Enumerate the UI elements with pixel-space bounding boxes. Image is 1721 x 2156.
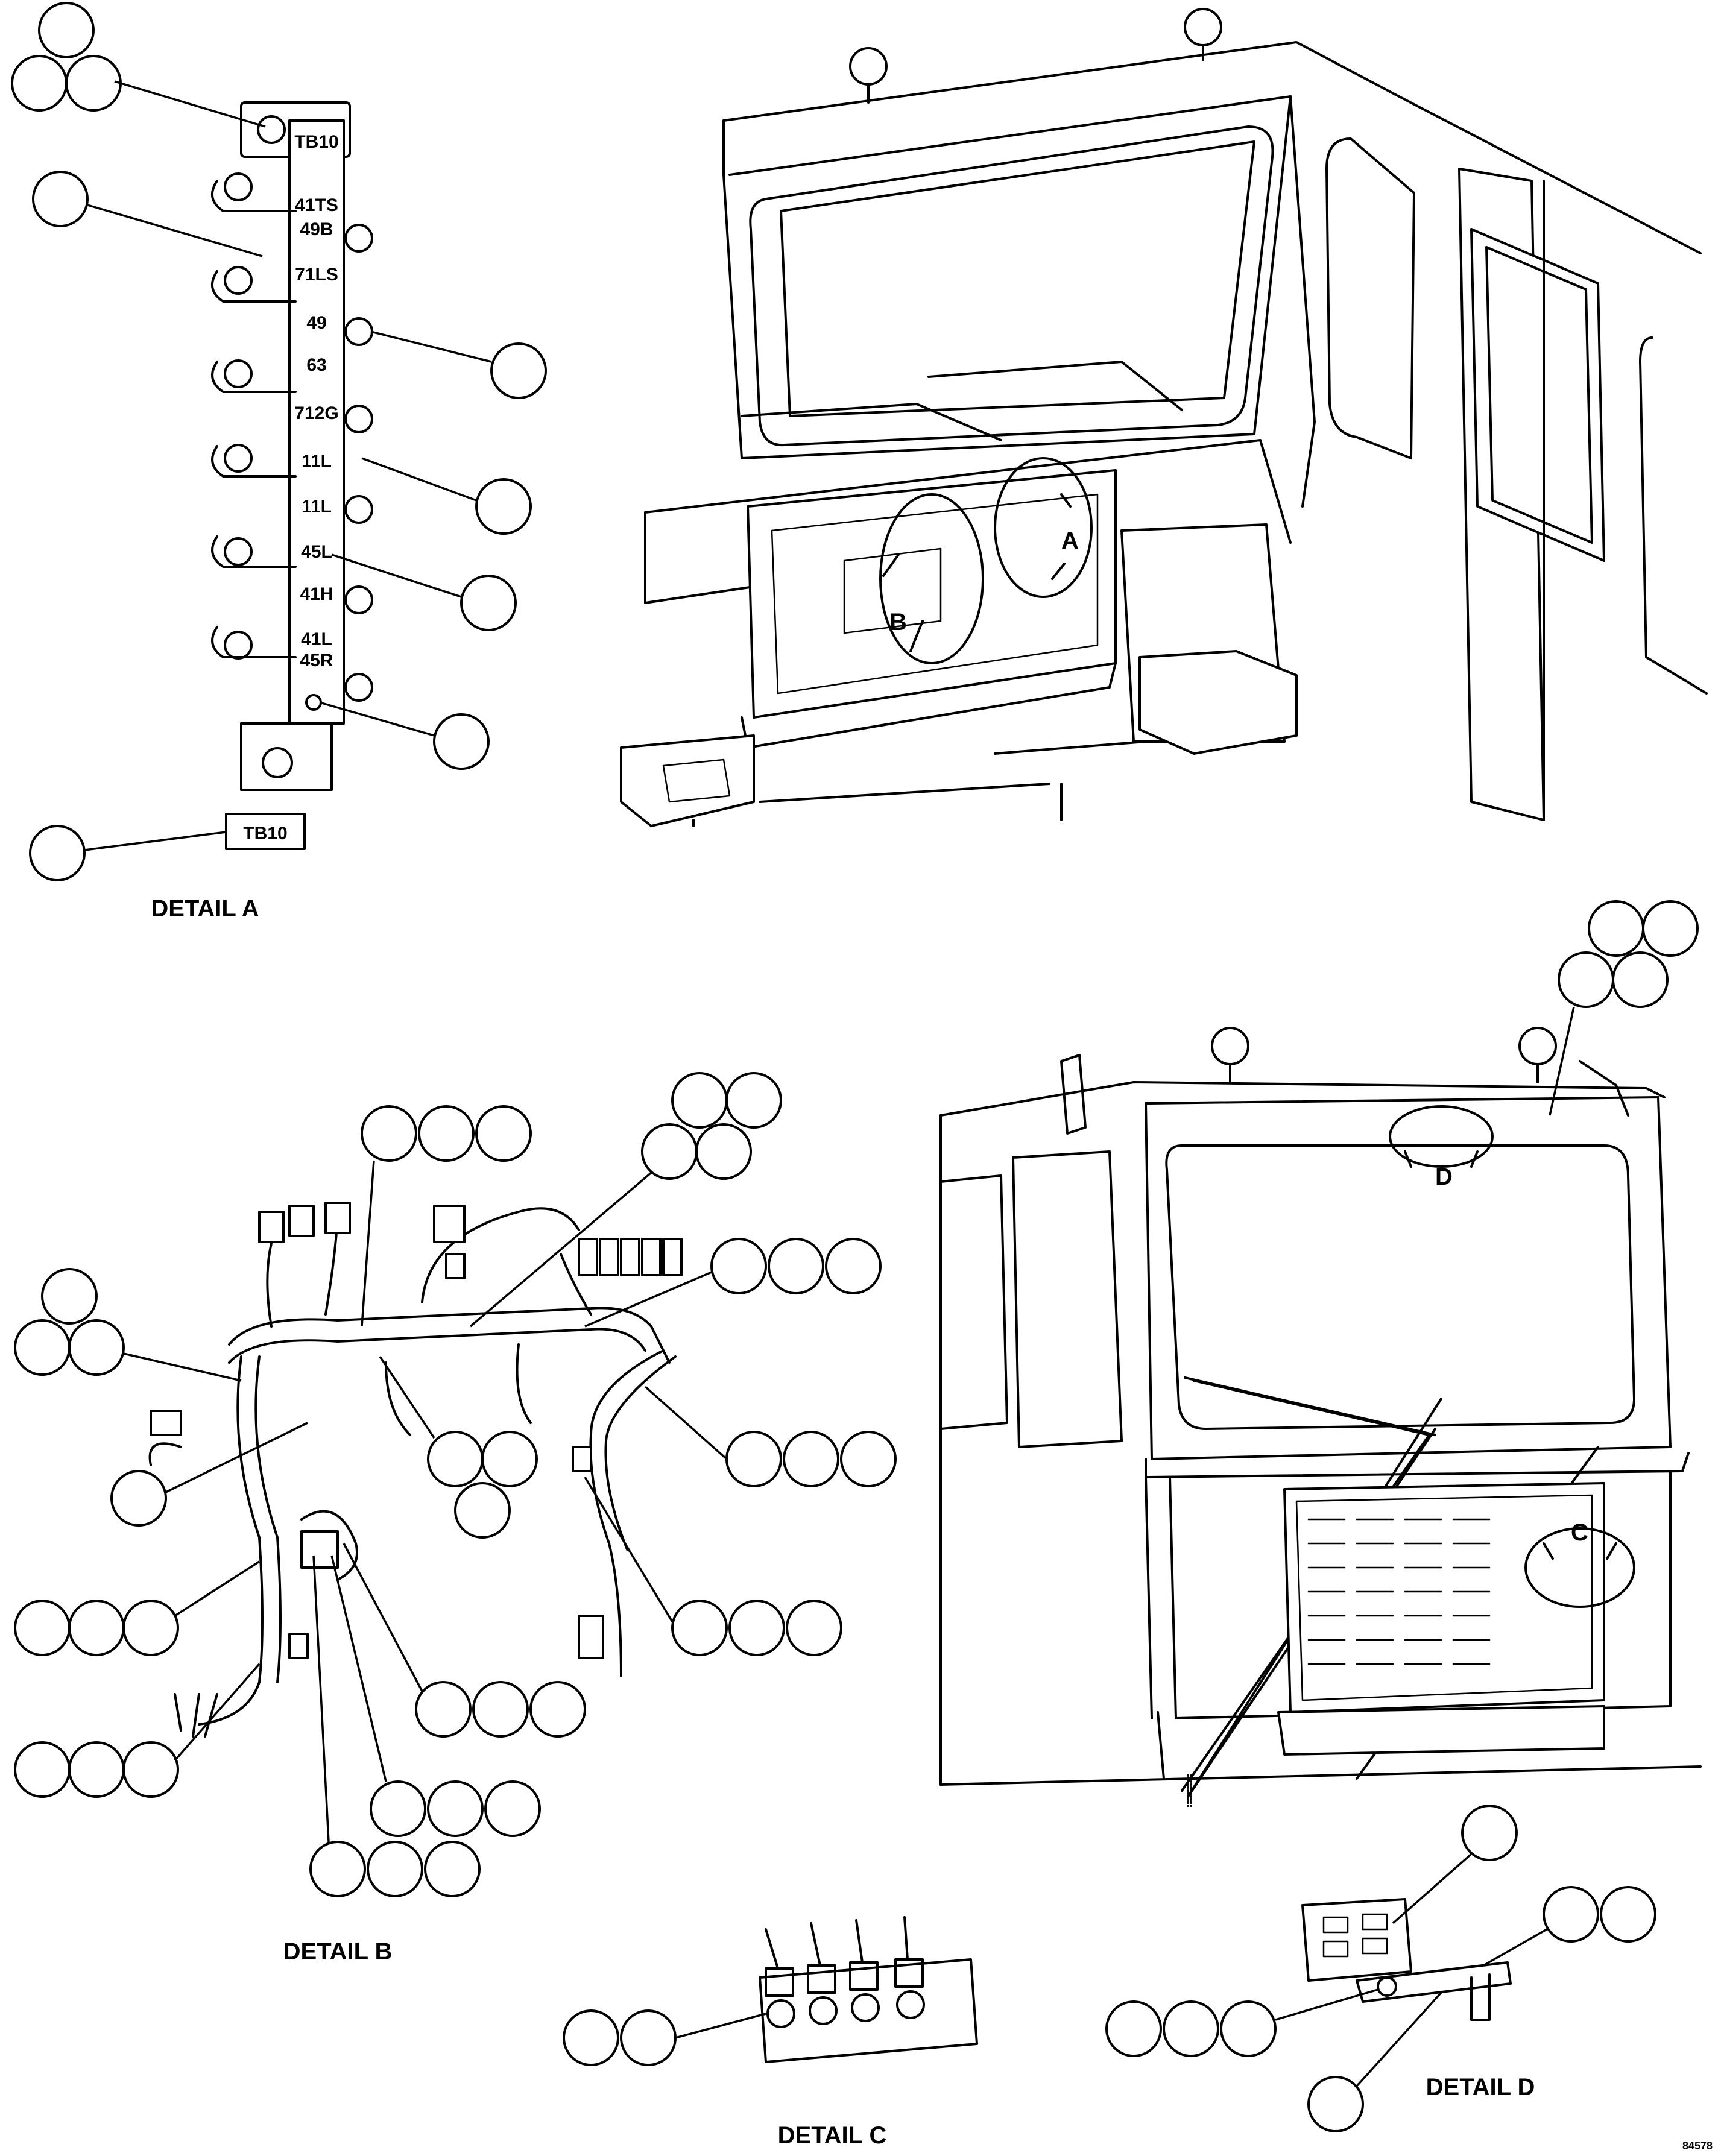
terminal-tag-label: TB10 bbox=[243, 824, 287, 843]
detail-c-caption: DETAIL C bbox=[778, 2122, 887, 2149]
callouts-rear-view bbox=[1549, 900, 1699, 1116]
terminal-label: 45R bbox=[300, 651, 333, 670]
terminal-label: 712G bbox=[294, 403, 338, 423]
detail-d-marker: D bbox=[1435, 1164, 1453, 1190]
terminal-block-title: TB10 bbox=[294, 132, 338, 152]
detail-a-terminal-block: TB10 41TS 49B 71LS 49 63 712G 11L 11L 45… bbox=[11, 2, 547, 922]
terminal-label: 49B bbox=[300, 219, 333, 239]
detail-c-marker-circle bbox=[1524, 1527, 1635, 1608]
detail-d-sensor: DETAIL D bbox=[1105, 1805, 1656, 2132]
terminal-label: 11L bbox=[302, 452, 332, 471]
detail-a-marker-circle bbox=[994, 457, 1093, 598]
detail-b-marker: B bbox=[889, 609, 907, 635]
terminal-label: 41L bbox=[301, 629, 332, 649]
terminal-label: 45L bbox=[301, 542, 332, 562]
cab-front-view-top: B A bbox=[620, 8, 1708, 827]
detail-a-marker: A bbox=[1061, 528, 1079, 554]
detail-b-marker-circle bbox=[879, 493, 984, 664]
cab-rear-view-bottom: D C bbox=[939, 900, 1702, 1807]
detail-d-marker-circle bbox=[1389, 1105, 1494, 1168]
callouts-detail-b bbox=[14, 1072, 897, 1897]
detail-c-marker: C bbox=[1571, 1519, 1588, 1546]
terminal-tag bbox=[225, 813, 306, 850]
terminal-label: 11L bbox=[302, 497, 332, 517]
detail-b-wiring-harness: DETAIL B bbox=[14, 1072, 897, 1965]
callouts-detail-a bbox=[11, 2, 547, 881]
detail-d-caption: DETAIL D bbox=[1426, 2074, 1535, 2101]
terminal-label: 41TS bbox=[295, 195, 338, 215]
terminal-label: 63 bbox=[306, 355, 326, 375]
terminal-label: 49 bbox=[306, 313, 326, 333]
terminal-label: 41H bbox=[300, 584, 333, 604]
figure-id: 84578 bbox=[1682, 2140, 1713, 2152]
callouts-detail-d bbox=[1105, 1805, 1656, 2132]
detail-b-caption: DETAIL B bbox=[283, 1938, 393, 1965]
detail-c-terminal-studs: DETAIL C bbox=[563, 1916, 978, 2149]
callouts-detail-c bbox=[563, 2009, 766, 2066]
detail-a-caption: DETAIL A bbox=[151, 895, 259, 922]
terminal-label: 71LS bbox=[295, 265, 338, 285]
